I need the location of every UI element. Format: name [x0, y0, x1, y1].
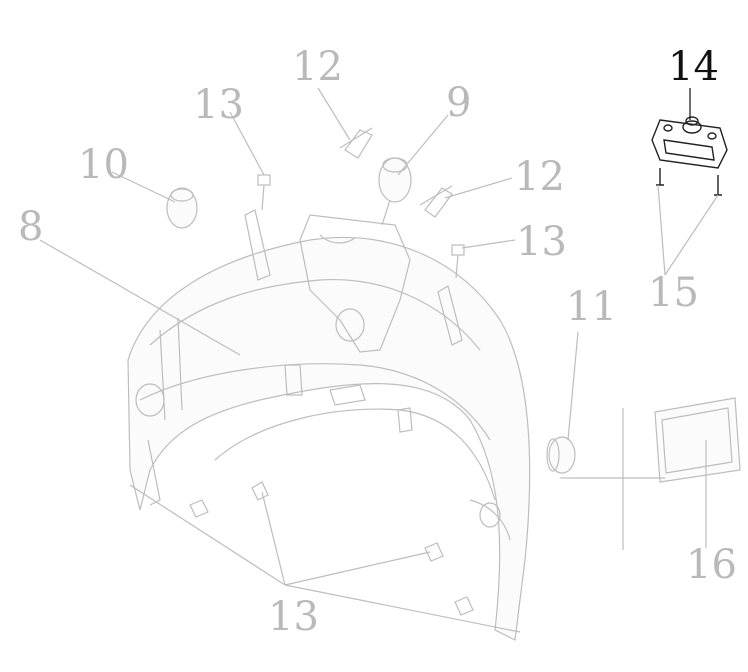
callout-13-top: 13: [193, 82, 244, 128]
leader-13c: [129, 484, 521, 633]
callout-14-highlighted: 14: [668, 44, 719, 90]
callout-16: 16: [686, 542, 737, 588]
callout-12-right: 12: [514, 154, 565, 200]
callout-13-bottom: 13: [268, 594, 319, 640]
part-13-screws: [189, 174, 474, 616]
part-10-grommet: [166, 187, 198, 229]
part-11-bushing: [546, 436, 576, 474]
callout-labels: 8 9 10 11 12 12 13 13 13 14 15 16: [18, 44, 737, 640]
leader-10: [111, 171, 176, 203]
part-8-rear-fender: [127, 209, 531, 641]
callout-11: 11: [566, 284, 617, 330]
part-14-bracket-highlighted: [651, 116, 728, 196]
leader-8: [39, 239, 241, 356]
callout-15: 15: [648, 270, 699, 316]
leader-lines: [39, 87, 719, 633]
leader-12b: [444, 177, 513, 199]
part-12-clip-right: [419, 185, 453, 218]
callout-10: 10: [78, 142, 129, 188]
part-12-clip-top: [339, 127, 373, 159]
leader-9: [397, 114, 449, 176]
part-16-reflector: [622, 397, 741, 550]
callout-9: 9: [446, 80, 471, 126]
leader-13b: [461, 239, 516, 249]
callout-13-right: 13: [516, 219, 567, 265]
callout-8: 8: [18, 204, 43, 250]
part-9-grommet: [378, 157, 412, 226]
leader-15: [657, 184, 719, 276]
leader-16: [575, 440, 707, 548]
callout-12-top: 12: [292, 44, 343, 90]
leader-11: [567, 331, 579, 441]
leader-12a: [317, 87, 351, 141]
leader-13a: [229, 111, 265, 176]
